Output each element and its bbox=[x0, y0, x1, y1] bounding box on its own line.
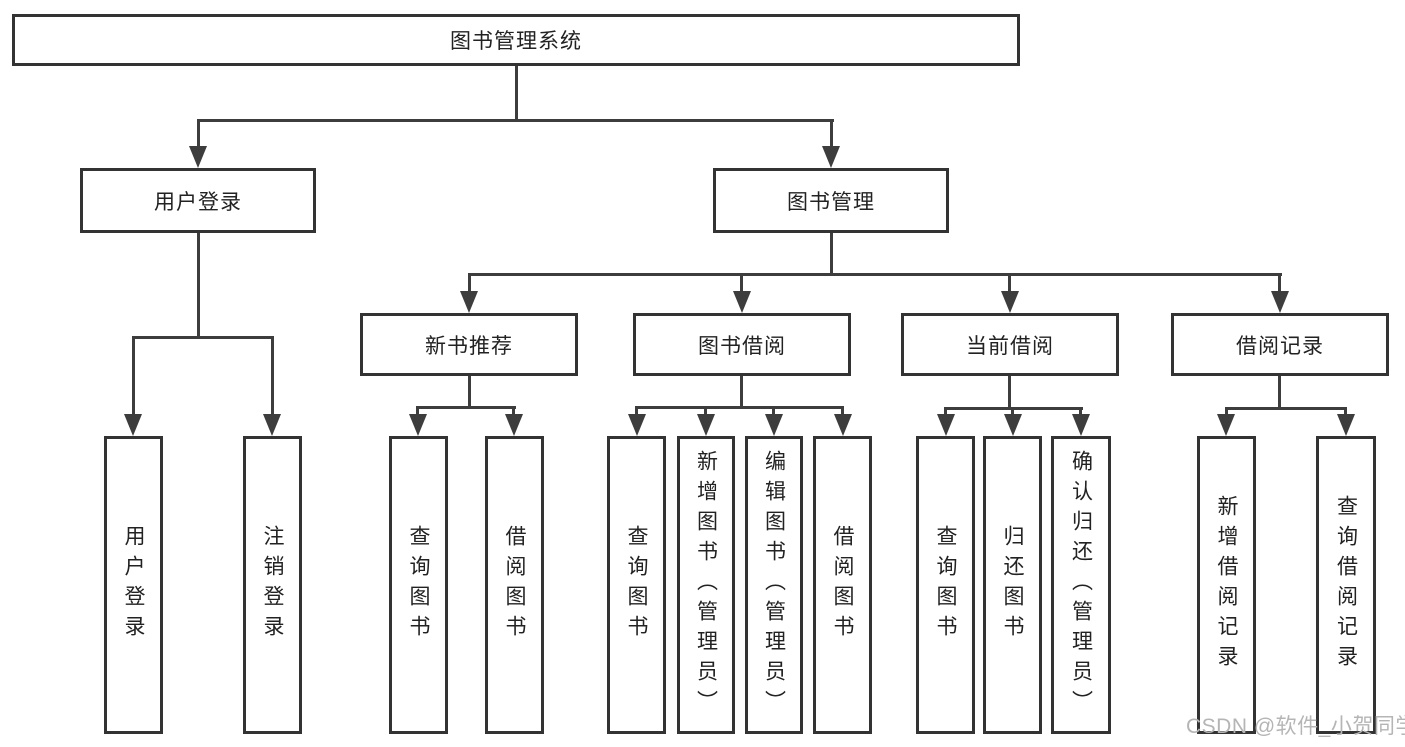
connector-line bbox=[1008, 273, 1011, 295]
connector-line bbox=[512, 406, 515, 418]
arrow-down-icon bbox=[1072, 414, 1090, 436]
connector-line bbox=[1344, 407, 1347, 418]
connector-line bbox=[515, 64, 518, 121]
arrow-down-icon bbox=[460, 291, 478, 313]
connector-line bbox=[704, 406, 707, 418]
leaf-br-add-record: 新增借阅记录 bbox=[1197, 436, 1256, 734]
connector-line bbox=[944, 407, 947, 418]
leaf-logout-login: 注销登录 bbox=[243, 436, 302, 734]
leaf-cb-return-books: 归还图书 bbox=[983, 436, 1042, 734]
leaf-bb-query-books: 查询图书 bbox=[607, 436, 666, 734]
arrow-down-icon bbox=[124, 414, 142, 436]
connector-line bbox=[468, 273, 1282, 276]
node-book-borrowing: 图书借阅 bbox=[633, 313, 851, 376]
node-book-management: 图书管理 bbox=[713, 168, 949, 233]
connector-line bbox=[416, 406, 516, 409]
connector-line bbox=[1278, 273, 1281, 295]
connector-line bbox=[1008, 376, 1011, 409]
connector-line bbox=[830, 119, 833, 149]
arrow-down-icon bbox=[834, 414, 852, 436]
connector-line bbox=[1011, 407, 1014, 418]
node-borrowing-records: 借阅记录 bbox=[1171, 313, 1389, 376]
connector-line bbox=[841, 406, 844, 418]
connector-line bbox=[830, 233, 833, 276]
connector-line bbox=[1278, 376, 1281, 409]
node-current-borrowing: 当前借阅 bbox=[901, 313, 1119, 376]
connector-line bbox=[468, 376, 471, 408]
connector-line bbox=[416, 406, 419, 418]
arrow-down-icon bbox=[765, 414, 783, 436]
connector-line bbox=[197, 119, 200, 149]
arrow-down-icon bbox=[409, 414, 427, 436]
arrow-down-icon bbox=[1337, 414, 1355, 436]
arrow-down-icon bbox=[733, 291, 751, 313]
connector-line bbox=[271, 336, 274, 416]
arrow-down-icon bbox=[1001, 291, 1019, 313]
leaf-cb-confirm-return-admin: 确认归还（管理员） bbox=[1051, 436, 1111, 734]
connector-line bbox=[197, 233, 200, 339]
node-new-book-recommendation: 新书推荐 bbox=[360, 313, 578, 376]
connector-line bbox=[635, 406, 638, 418]
connector-line bbox=[468, 273, 471, 295]
connector-line bbox=[772, 406, 775, 418]
arrow-down-icon bbox=[937, 414, 955, 436]
connector-line bbox=[740, 376, 743, 408]
arrow-down-icon bbox=[1004, 414, 1022, 436]
arrow-down-icon bbox=[1271, 291, 1289, 313]
arrow-down-icon bbox=[628, 414, 646, 436]
connector-line bbox=[1225, 407, 1228, 418]
node-root: 图书管理系统 bbox=[12, 14, 1020, 66]
connector-line bbox=[1225, 407, 1347, 410]
arrow-down-icon bbox=[822, 146, 840, 168]
arrow-down-icon bbox=[1217, 414, 1235, 436]
leaf-nbr-query-books: 查询图书 bbox=[389, 436, 448, 734]
connector-line bbox=[132, 336, 274, 339]
watermark: CSDN @软件_小贺同学 bbox=[1186, 715, 1405, 738]
connector-line bbox=[635, 406, 844, 409]
node-user-login: 用户登录 bbox=[80, 168, 316, 233]
connector-line bbox=[740, 273, 743, 295]
connector-line bbox=[132, 336, 135, 416]
leaf-nbr-borrow-books: 借阅图书 bbox=[485, 436, 544, 734]
leaf-cb-query-books: 查询图书 bbox=[916, 436, 975, 734]
arrow-down-icon bbox=[189, 146, 207, 168]
leaf-bb-add-books-admin: 新增图书（管理员） bbox=[677, 436, 735, 734]
leaf-bb-edit-books-admin: 编辑图书（管理员） bbox=[745, 436, 803, 734]
arrow-down-icon bbox=[697, 414, 715, 436]
arrow-down-icon bbox=[263, 414, 281, 436]
leaf-br-query-record: 查询借阅记录 bbox=[1316, 436, 1376, 734]
connector-line bbox=[1079, 407, 1082, 418]
leaf-bb-borrow-books: 借阅图书 bbox=[813, 436, 872, 734]
arrow-down-icon bbox=[505, 414, 523, 436]
connector-line bbox=[197, 119, 834, 122]
leaf-user-login: 用户登录 bbox=[104, 436, 163, 734]
